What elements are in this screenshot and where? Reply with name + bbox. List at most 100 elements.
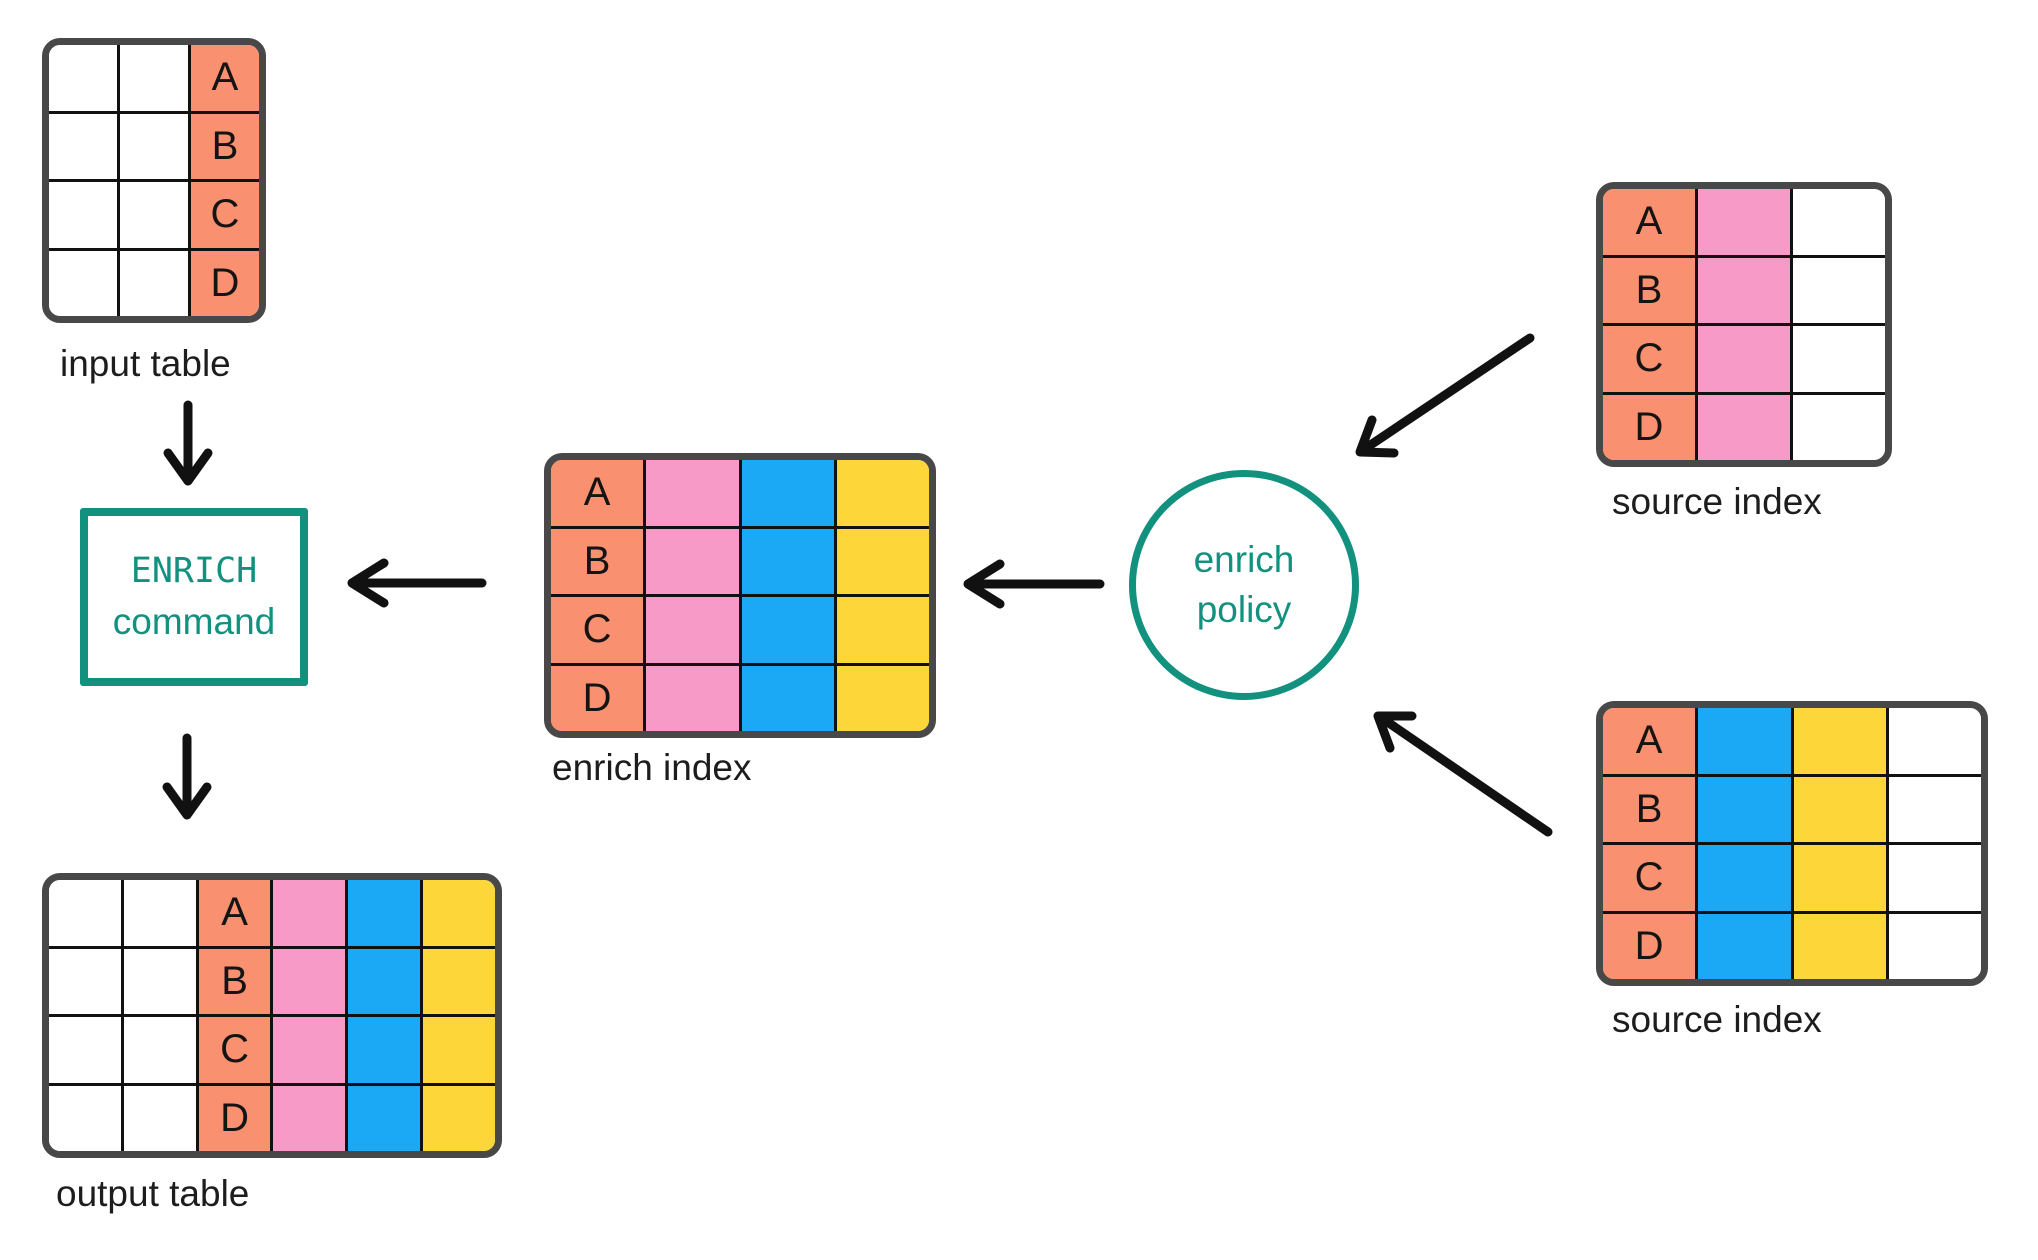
table-cell-key: D <box>195 1085 271 1151</box>
table-row: D <box>551 662 929 731</box>
table-cell <box>345 1085 421 1151</box>
table-cell <box>643 528 739 594</box>
arrow-source-bottom-to-enrich-policy <box>1373 711 1553 837</box>
table-cell <box>738 665 834 731</box>
input-table-label: input table <box>60 343 231 384</box>
table-cell <box>1885 708 1981 774</box>
enrich-policy-node: enrich policy <box>1129 470 1359 700</box>
table-cell <box>1695 326 1790 392</box>
table-cell <box>345 948 421 1014</box>
table-cell-key: A <box>195 880 271 946</box>
table-cell <box>738 460 834 526</box>
table-cell-key: A <box>551 460 644 526</box>
table-row: B <box>1603 773 1981 842</box>
table-cell <box>49 182 117 248</box>
table-cell <box>117 250 188 316</box>
arrow-enrich-index-to-enrich-command <box>347 558 487 608</box>
table-cell <box>833 597 929 663</box>
table-cell <box>1790 326 1885 392</box>
table-cell <box>345 880 421 946</box>
table-cell <box>49 45 117 111</box>
table-cell <box>117 45 188 111</box>
table-cell <box>270 1017 346 1083</box>
table-cell-key: B <box>1603 776 1696 842</box>
table-cell-key: B <box>195 948 271 1014</box>
enrich-index-label: enrich index <box>552 747 752 788</box>
table-cell-key: C <box>195 1017 271 1083</box>
table-row: D <box>1603 391 1885 460</box>
table-row: B <box>1603 254 1885 323</box>
table-cell <box>1885 913 1981 979</box>
table-row: A <box>49 880 495 946</box>
table-cell <box>117 182 188 248</box>
table-cell <box>49 1085 121 1151</box>
table-cell <box>1695 845 1791 911</box>
table-row: A <box>49 45 259 111</box>
table-cell <box>1790 776 1886 842</box>
table-cell-key: D <box>188 250 259 316</box>
table-cell <box>49 250 117 316</box>
enrich-policy-line2: policy <box>1196 589 1292 630</box>
table-cell <box>738 528 834 594</box>
table-cell <box>1790 845 1886 911</box>
enrich-command-node: ENRICH command <box>80 508 308 686</box>
table-cell-key: A <box>1603 708 1696 774</box>
table-cell <box>1695 394 1790 460</box>
source-index-top-label: source index <box>1612 481 1822 522</box>
table-cell <box>1695 776 1791 842</box>
enrich-policy-line1: enrich <box>1193 539 1295 580</box>
arrow-source-top-to-enrich-policy <box>1355 333 1535 458</box>
table-cell <box>120 1017 196 1083</box>
table-cell-key: D <box>1603 913 1696 979</box>
source-index-bottom-label: source index <box>1612 999 1822 1040</box>
table-cell-key: D <box>551 665 644 731</box>
table-cell <box>833 460 929 526</box>
table-cell <box>1790 913 1886 979</box>
table-row: A <box>1603 189 1885 255</box>
table-cell <box>420 1085 495 1151</box>
table-cell <box>643 665 739 731</box>
table-cell <box>1885 845 1981 911</box>
table-cell <box>1885 776 1981 842</box>
table-row: C <box>1603 323 1885 392</box>
table-cell <box>1790 189 1885 255</box>
table-cell <box>120 1085 196 1151</box>
table-row: A <box>551 460 929 526</box>
table-cell <box>120 880 196 946</box>
table-row: B <box>551 525 929 594</box>
table-cell <box>1790 394 1885 460</box>
table-row: C <box>49 179 259 248</box>
table-row: B <box>49 945 495 1014</box>
table-cell <box>49 880 121 946</box>
table-cell-key: B <box>551 528 644 594</box>
arrow-input-to-enrich-command <box>163 400 213 486</box>
table-cell <box>1695 913 1791 979</box>
arrow-enrich-policy-to-enrich-index <box>963 559 1105 609</box>
table-cell <box>420 948 495 1014</box>
table-cell-key: D <box>1603 394 1695 460</box>
table-cell-key: B <box>1603 257 1695 323</box>
table-row: D <box>49 247 259 316</box>
table-cell <box>833 665 929 731</box>
table-cell-key: C <box>1603 845 1696 911</box>
table-cell-key: C <box>1603 326 1695 392</box>
table-cell-key: C <box>551 597 644 663</box>
table-cell <box>49 948 121 1014</box>
table-cell <box>270 1085 346 1151</box>
table-cell <box>49 1017 121 1083</box>
table-cell <box>738 597 834 663</box>
table-cell <box>420 1017 495 1083</box>
table-row: D <box>1603 910 1981 979</box>
table-cell <box>1790 708 1886 774</box>
table-row: D <box>49 1082 495 1151</box>
table-cell <box>643 597 739 663</box>
table-row: C <box>551 594 929 663</box>
table-cell <box>117 113 188 179</box>
table-cell-key: C <box>188 182 259 248</box>
table-cell-key: A <box>188 45 259 111</box>
table-cell-key: B <box>188 113 259 179</box>
table-row: C <box>49 1014 495 1083</box>
